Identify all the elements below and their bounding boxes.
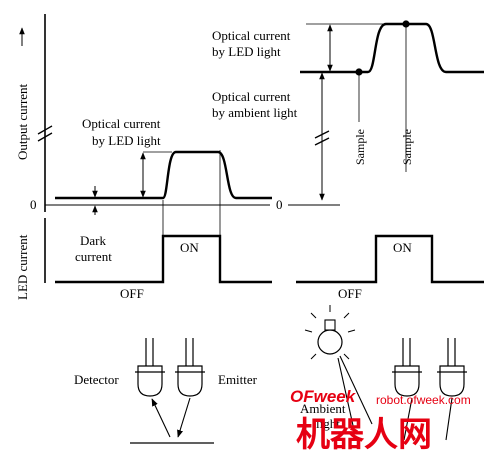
right-detector-icon-1 [392, 338, 422, 397]
right-output-waveform [300, 22, 484, 74]
right-output-current-graph: Sample Sample Optical current by LED lig… [212, 20, 484, 212]
left-axis-break [37, 125, 53, 142]
ambient-label-2: light [316, 416, 340, 431]
ofweek-logo: OFweek [290, 387, 357, 406]
reflected-light-arrow [151, 398, 171, 438]
left-off-label: OFF [120, 286, 144, 301]
left-led-pulse [55, 234, 272, 284]
detector-icon [135, 338, 165, 397]
left-optical-current-label-2: by LED light [92, 133, 161, 148]
ofweek-watermark: OFweek robot.ofweek.com 机器人网 [290, 387, 471, 455]
ofweek-url: robot.ofweek.com [376, 393, 471, 407]
reflective-sensor-diagram: Detector Emitter [74, 338, 258, 444]
sample-label-2: Sample [400, 129, 414, 165]
ambient-ray-2 [337, 357, 355, 431]
ambient-ray-4 [445, 397, 453, 441]
light-bulb-icon [304, 305, 356, 360]
right-on-label: ON [393, 240, 412, 255]
right-ambient-label-2: by ambient light [212, 105, 298, 120]
left-on-label: ON [180, 240, 199, 255]
left-led-axis-label: LED current [15, 234, 30, 300]
right-ambient-label-1: Optical current [212, 89, 291, 104]
emitter-icon [175, 338, 205, 397]
right-zero-label: 0 [276, 197, 283, 212]
ofweek-chinese-title: 机器人网 [296, 415, 432, 455]
right-led-label-2: by LED light [212, 44, 281, 59]
dark-current-label-1: Dark [80, 233, 106, 248]
emitted-light-arrow [177, 397, 191, 438]
left-y-axis-label: Output current [15, 83, 30, 160]
left-output-waveform [55, 150, 272, 200]
sample-label-1: Sample [353, 129, 367, 165]
right-detector-icon-2 [437, 338, 467, 397]
left-led-current-graph: LED current Dark current ON OFF [15, 218, 272, 301]
emitter-label: Emitter [218, 372, 258, 387]
ambient-light-diagram: Ambient light [300, 305, 467, 441]
right-off-label: OFF [338, 286, 362, 301]
right-led-current-graph: ON OFF [296, 234, 484, 301]
ambient-label-1: Ambient [300, 401, 346, 416]
dark-current-label-2: current [75, 249, 112, 264]
right-led-label-1: Optical current [212, 28, 291, 43]
left-zero-label: 0 [30, 197, 37, 212]
ambient-ray-1 [339, 355, 373, 425]
left-output-current-graph: Output current 0 Optical current by LED … [15, 14, 272, 236]
detector-label: Detector [74, 372, 119, 387]
right-led-pulse [296, 234, 484, 284]
right-axis-break [314, 130, 330, 146]
left-optical-current-label-1: Optical current [82, 116, 161, 131]
ambient-ray-3 [403, 397, 413, 441]
